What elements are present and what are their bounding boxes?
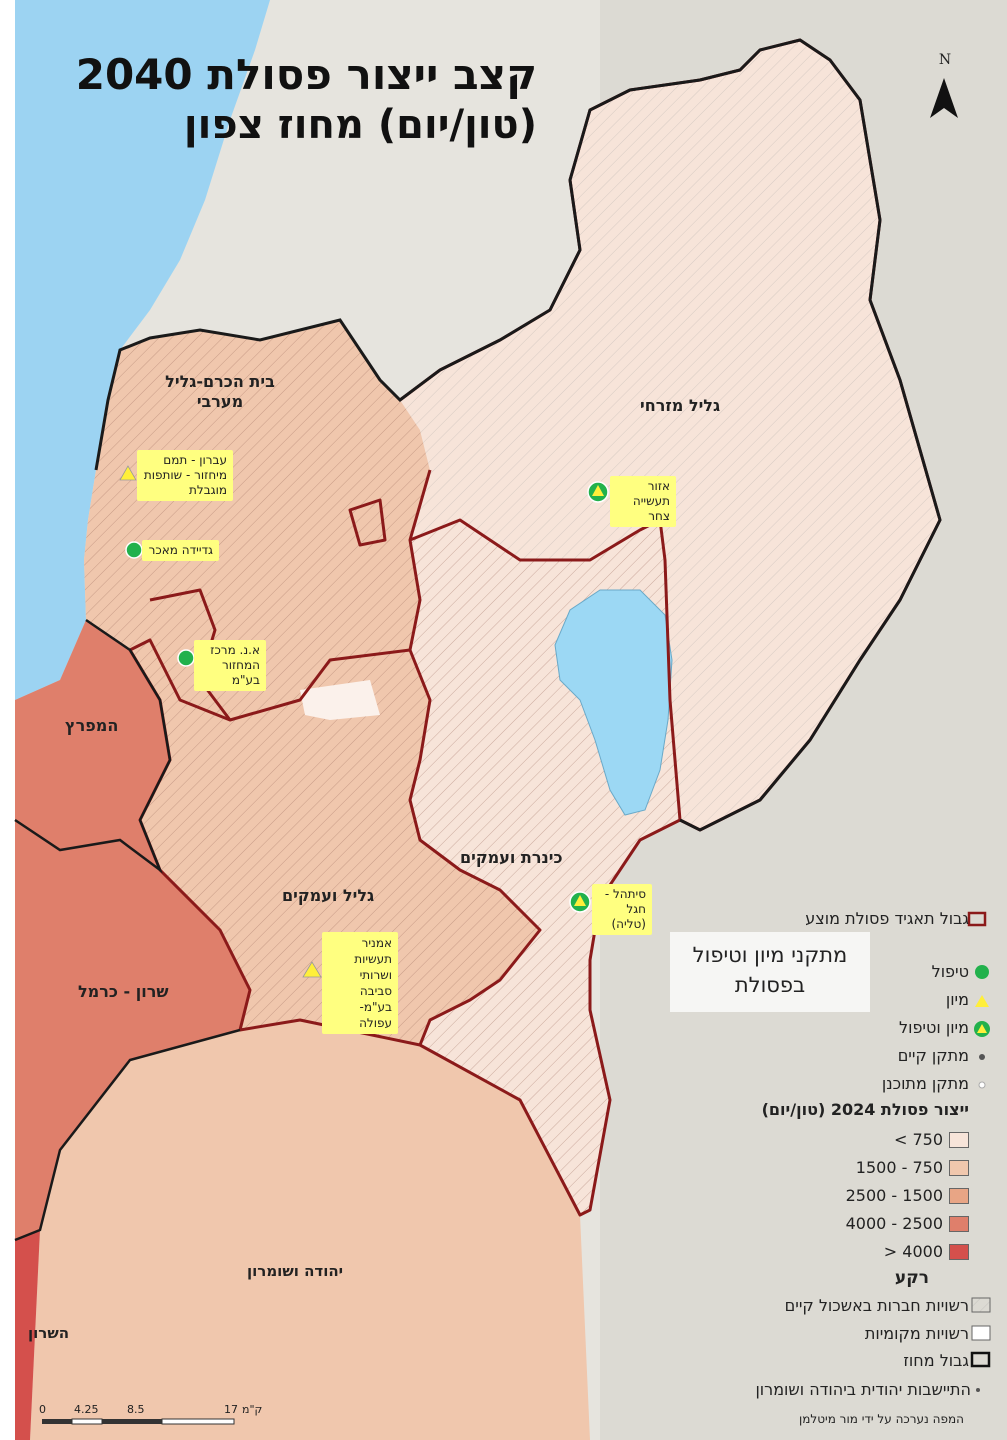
- legend-planned: מתקן מתוכנן: [882, 1074, 969, 1093]
- north-arrow-icon: [930, 78, 958, 118]
- map-credit: המפה נערכה על ידי מור מיטלמן: [799, 1412, 964, 1426]
- legend-sorting: מיון: [946, 990, 969, 1009]
- north-arrow: N: [925, 52, 965, 124]
- region-hamifratz: המפרץ: [65, 716, 119, 735]
- legend-label: מיון: [945, 990, 969, 1009]
- legend-label: מתקן מתוכנן: [881, 1074, 969, 1093]
- north-label: N: [938, 52, 952, 68]
- facility-callout-gdeida: גדיידה מאכר: [142, 540, 219, 561]
- legend-label: ייצור פסולת 2024 (טון/יום): [761, 1100, 969, 1119]
- legend-sorting-treatment: מיון וטיפול: [899, 1018, 969, 1037]
- legend-class-0: < 750: [894, 1130, 969, 1149]
- legend-label: טיפול: [931, 962, 969, 981]
- scale-bar: [42, 1418, 235, 1425]
- legend-label: התיישבות יהודית ביהודה ושומרון: [755, 1380, 971, 1399]
- left-margin: [0, 0, 15, 1440]
- map-title: קצב ייצור פסולת 2040 (טון/יום) מחוז צפון: [76, 50, 537, 150]
- legend-facilities-title: מתקני מיון וטיפול בפסולת: [692, 943, 848, 997]
- class-swatch: [949, 1187, 969, 1204]
- legend-label: > 4000: [883, 1242, 943, 1261]
- sorting-marker-amnir: [302, 961, 322, 978]
- legend-existing: מתקן קיים: [898, 1046, 969, 1065]
- legend-class-1: 1500 - 750: [856, 1158, 969, 1177]
- facility-callout-evron: עברון - תמם מיחזור - שותפות מוגבלת: [137, 450, 233, 501]
- legend-cluster-members: רשויות חברות באשכול קיים: [785, 1296, 969, 1315]
- legend-symbols: [967, 911, 991, 1392]
- region-galil-amakim: גליל ועמקים: [282, 886, 375, 905]
- region-galil-mizrahi: גליל מזרחי: [640, 396, 721, 415]
- district-boundary: [94, 38, 942, 832]
- legend-cluster-boundary: גבול תאגיד פסולת מוצע: [805, 909, 969, 928]
- class-swatch: [949, 1243, 969, 1260]
- legend-district-boundary: גבול מחוז: [903, 1351, 969, 1370]
- area-hasharon: [15, 1230, 40, 1440]
- legend-label: מיון וטיפול: [898, 1018, 969, 1037]
- legend-label: 2500 - 1500: [845, 1186, 943, 1205]
- hatch-beit-hakerem: [84, 320, 430, 720]
- region-yehuda-shomron: יהודה ושומרון: [247, 1262, 344, 1280]
- scale-labels: 0 4.25 8.5 17 ק"מ: [34, 1403, 284, 1433]
- scale-tick-0: 0: [39, 1403, 46, 1416]
- scale-unit: ק"מ: [242, 1403, 263, 1416]
- district-boundary-south: [14, 1028, 241, 1242]
- area-sharon-carmel: [15, 820, 250, 1240]
- hatch-galil-mizrahi: [400, 40, 940, 830]
- legend-class-2: 2500 - 1500: [846, 1186, 969, 1205]
- legend-label: 1500 - 750: [855, 1158, 943, 1177]
- legend-treatment: טיפול: [932, 962, 969, 981]
- area-yehuda-shomron: [30, 1020, 590, 1440]
- legend-production-title: ייצור פסולת 2024 (טון/יום): [762, 1100, 969, 1119]
- title-line1: קצב ייצור פסולת 2040: [75, 50, 537, 99]
- treatment-marker-an: [177, 649, 195, 667]
- legend-background-title: רקע: [895, 1268, 929, 1288]
- hatch-galil-amakim: [130, 640, 540, 1045]
- district-boundary-west: [14, 618, 172, 874]
- legend-label: רשויות מקומיות: [864, 1324, 969, 1343]
- facility-callout-an: א.נ. מרכז המחזור בע"מ: [194, 640, 266, 691]
- mediterranean-sea: [0, 0, 270, 700]
- facility-callout-sitahal: סיתהל - חגל (טליה): [592, 884, 652, 935]
- legend-facilities-title-box: מתקני מיון וטיפול בפסולת: [670, 932, 870, 1012]
- sorting-marker-evron: [119, 465, 137, 481]
- treatment-marker-gdeida: [125, 541, 143, 559]
- legend-label: רשויות חברות באשכול קיים: [784, 1296, 969, 1315]
- region-beit-hakerem: בית הכרם-גליל מערבי: [165, 372, 275, 411]
- scale-tick-2: 8.5: [127, 1403, 145, 1416]
- area-hamifratz: [15, 620, 170, 870]
- legend-label: < 750: [893, 1130, 943, 1149]
- title-line2: (טון/יום) מחוז צפון: [183, 102, 537, 148]
- legend-class-3: 4000 - 2500: [846, 1214, 969, 1233]
- region-hasharon: השרון: [28, 1324, 70, 1342]
- legend-ys-settlements: התיישבות יהודית ביהודה ושומרון: [755, 1380, 971, 1399]
- sort-treat-marker-tzahar-tri: [592, 485, 604, 496]
- class-swatch: [949, 1159, 969, 1176]
- legend-label: גבול מחוז: [903, 1351, 969, 1370]
- class-swatch: [949, 1131, 969, 1148]
- legend: גבול תאגיד פסולת מוצע טיפול מיון מיון וט…: [649, 0, 971, 1440]
- legend-label: 4000 - 2500: [845, 1214, 943, 1233]
- scale-tick-1: 4.25: [74, 1403, 99, 1416]
- region-sharon-carmel: שרון - כרמל: [78, 982, 169, 1001]
- legend-class-4: > 4000: [884, 1242, 969, 1261]
- facility-callout-tzahar: אזור תעשייה צחר: [610, 476, 676, 527]
- legend-local-authorities: רשויות מקומיות: [865, 1324, 969, 1343]
- legend-label: גבול תאגיד פסולת מוצע: [805, 909, 969, 928]
- scale-tick-3: 17: [224, 1403, 238, 1416]
- region-kinneret: כינרת ועמקים: [460, 848, 563, 867]
- facility-callout-amnir: אמניר תעשיות ושרותי סביבה בע"מ- עפולה: [322, 932, 398, 1034]
- legend-label: רקע: [894, 1268, 929, 1288]
- class-swatch: [949, 1215, 969, 1232]
- legend-label: מתקן קיים: [897, 1046, 969, 1065]
- white-enclave: [300, 680, 380, 720]
- sort-treat-marker-sitahal-tri: [574, 895, 586, 906]
